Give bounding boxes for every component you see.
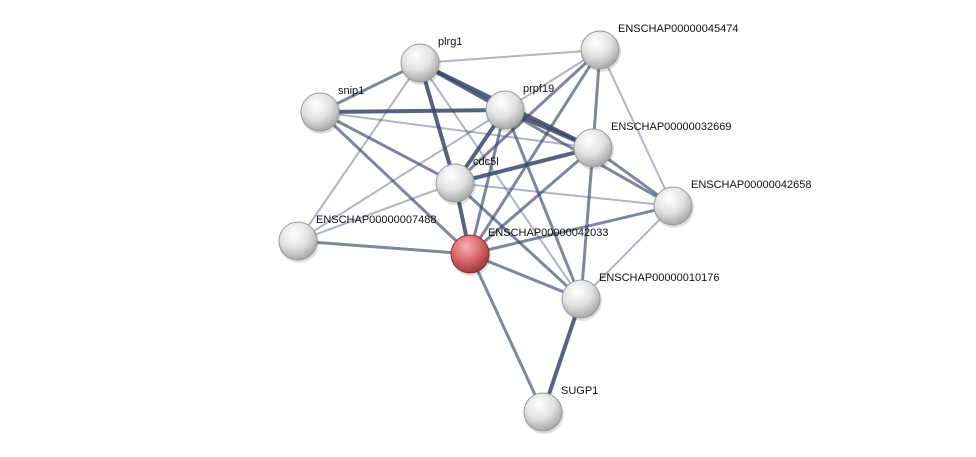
- edge-45474-42658[interactable]: [599, 49, 674, 207]
- edge-snip1-cdc5l[interactable]: [319, 110, 456, 185]
- edge-45474-cdc5l[interactable]: [453, 48, 602, 185]
- node-sphere[interactable]: [278, 221, 318, 261]
- node-7488[interactable]: ENSCHAP00000007488: [278, 214, 436, 263]
- edge-plrg1-7488[interactable]: [297, 62, 421, 242]
- edge-snip1-42033[interactable]: [318, 110, 472, 256]
- node-10176[interactable]: ENSCHAP00000010176: [561, 272, 719, 321]
- node-label: prpf19: [523, 83, 554, 95]
- edge-plrg1-cdc5l[interactable]: [418, 62, 457, 184]
- node-42658[interactable]: ENSCHAP00000042658: [653, 179, 811, 228]
- edge-snip1-prpf19[interactable]: [319, 108, 506, 114]
- node-label: ENSCHAP00000042033: [488, 227, 608, 239]
- node-sphere[interactable]: [561, 279, 601, 319]
- node-label: SUGP1: [561, 385, 598, 397]
- node-label: ENSCHAP00000042658: [691, 179, 811, 191]
- node-32669[interactable]: ENSCHAP00000032669: [573, 121, 731, 170]
- node-45474[interactable]: ENSCHAP00000045474: [580, 23, 738, 72]
- node-sphere[interactable]: [523, 392, 563, 432]
- edge-32669-10176[interactable]: [579, 147, 595, 300]
- edge-prpf19-42033[interactable]: [468, 109, 507, 255]
- query-node-sphere[interactable]: [450, 234, 490, 274]
- node-label: ENSCHAP00000010176: [599, 272, 719, 284]
- edge-42033-10176[interactable]: [469, 252, 582, 301]
- node-sphere[interactable]: [435, 163, 475, 203]
- edge-10176-sugp1[interactable]: [541, 298, 583, 413]
- node-prpf19[interactable]: prpf19: [485, 83, 554, 132]
- node-label: snip1: [338, 85, 364, 97]
- node-sugp1[interactable]: SUGP1: [523, 385, 598, 434]
- node-42033[interactable]: ENSCHAP00000042033: [450, 227, 608, 276]
- edge-32669-42033[interactable]: [469, 146, 594, 256]
- node-label: ENSCHAP00000007488: [316, 214, 436, 226]
- edge-32669-cdc5l[interactable]: [454, 146, 594, 185]
- edge-snip1-32669[interactable]: [319, 111, 594, 149]
- edge-cdc5l-42658[interactable]: [454, 182, 674, 207]
- edge-prpf19-10176[interactable]: [503, 109, 583, 300]
- node-label: ENSCHAP00000032669: [611, 121, 731, 133]
- node-sphere[interactable]: [573, 128, 613, 168]
- node-plrg1[interactable]: plrg1: [400, 36, 462, 85]
- node-sphere[interactable]: [300, 92, 340, 132]
- node-sphere[interactable]: [400, 43, 440, 83]
- edge-cdc5l-10176[interactable]: [453, 181, 583, 301]
- edge-plrg1-10176[interactable]: [419, 62, 582, 300]
- edge-10176-42658[interactable]: [580, 205, 674, 300]
- nodes-layer: plrg1 ENSCHAP00000045474 snip1 prpf19ENSCHA…: [278, 23, 811, 434]
- node-label: plrg1: [438, 36, 462, 48]
- edge-45474-42033[interactable]: [468, 49, 602, 255]
- node-sphere[interactable]: [580, 30, 620, 70]
- edge-plrg1-45474[interactable]: [419, 49, 601, 64]
- node-snip1[interactable]: snip1: [300, 85, 364, 134]
- edge-cdc5l-7488[interactable]: [297, 182, 456, 242]
- node-sphere[interactable]: [485, 90, 525, 130]
- edge-42033-sugp1[interactable]: [468, 253, 545, 413]
- edge-42033-42658[interactable]: [469, 204, 674, 256]
- edges-layer: [297, 48, 674, 413]
- node-sphere[interactable]: [653, 186, 693, 226]
- node-label: cdc5l: [473, 156, 499, 168]
- edge-prpf19-7488[interactable]: [297, 109, 506, 242]
- node-label: ENSCHAP00000045474: [618, 23, 738, 35]
- edge-42033-7488[interactable]: [297, 239, 471, 256]
- node-cdc5l[interactable]: cdc5l: [435, 156, 499, 205]
